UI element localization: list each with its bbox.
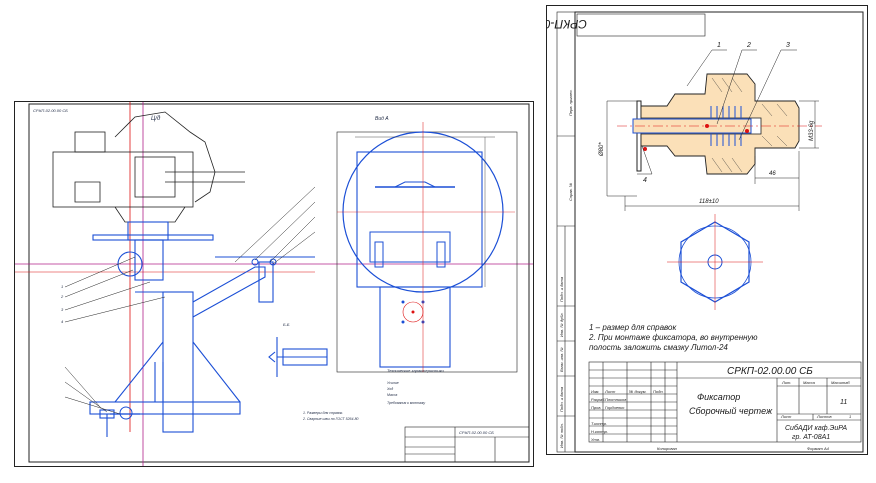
side-strip: [556, 11, 576, 453]
callout-leaders: [637, 49, 797, 175]
svg-text:Утв.: Утв.: [591, 437, 600, 442]
svg-text:Инв. № дубл.: Инв. № дубл.: [559, 312, 564, 337]
svg-text:Т.контр.: Т.контр.: [591, 421, 607, 426]
title-subname: Сборочный чертеж: [689, 406, 773, 416]
fixator-drawing-sheet: Перв. примен. Справ. № Подп. и дата Инв.…: [546, 5, 868, 455]
svg-text:Ц/д: Ц/д: [151, 116, 161, 122]
callout-3: 3: [61, 307, 64, 312]
note-1: 1 – размер для справок: [589, 323, 677, 332]
svg-text:Лит.: Лит.: [781, 380, 791, 385]
dimension-lines: [606, 100, 819, 211]
assembly-drawing: СР.КП-02.00.00 СБ Ц/д: [15, 102, 533, 466]
title-block: [588, 361, 862, 443]
stand-column: [89, 221, 315, 437]
svg-text:Инв. № подл.: Инв. № подл.: [559, 423, 564, 448]
callout-4: 4: [643, 177, 647, 184]
svg-text:Подп.: Подп.: [653, 389, 664, 394]
tech-title: Технические характеристики: [387, 368, 444, 373]
title-name: Фиксатор: [697, 392, 740, 402]
leader-lines: [64, 186, 316, 415]
callout-1: 1: [717, 42, 721, 49]
svg-text:Масса: Масса: [803, 380, 816, 385]
svg-text:Листов: Листов: [816, 414, 832, 419]
fixator-drawing: Перв. примен. Справ. № Подп. и дата Инв.…: [547, 11, 864, 453]
svg-text:Копировал: Копировал: [657, 446, 678, 451]
title-rows: Изм. Лист № докум. Подп. Разраб. Плотник…: [591, 389, 664, 442]
callout-2: 2: [60, 294, 64, 299]
svg-text:Подп. и дата: Подп. и дата: [559, 386, 564, 412]
view-a: [336, 122, 518, 373]
callout-1: 1: [61, 284, 63, 289]
svg-text:Взам. инв. №: Взам. инв. №: [559, 347, 564, 372]
note-3: полость заложить смазку Литол-24: [589, 343, 728, 352]
callout-4: 4: [61, 319, 64, 324]
svg-text:Гордиенко: Гордиенко: [605, 405, 625, 410]
svg-text:Подп. и дата: Подп. и дата: [559, 276, 564, 302]
svg-text:1: 1: [849, 414, 851, 419]
rotated-code: СРКП-02.00.00 СБ: [547, 17, 587, 31]
callout-2: 2: [746, 42, 751, 49]
callout-3: 3: [786, 42, 790, 49]
scale-value: 11: [840, 399, 847, 406]
hex-end-view: [667, 214, 763, 310]
svg-text:Лист: Лист: [780, 414, 792, 419]
svg-text:Масса: Масса: [387, 393, 397, 397]
title-block-left: [404, 426, 530, 463]
svg-text:1. Размеры для справок.: 1. Размеры для справок.: [303, 411, 343, 415]
svg-text:Пров.: Пров.: [591, 405, 602, 410]
svg-text:2. Сварные швы по ГОСТ 5264-80: 2. Сварные швы по ГОСТ 5264-80: [302, 417, 359, 421]
machine-outline: [52, 111, 245, 223]
note-2: 2. При монтаже фиксатора, во внутренную: [588, 333, 758, 342]
svg-text:Формат А4: Формат А4: [807, 446, 830, 451]
dim-inner: 46: [769, 171, 776, 177]
corner-code: СР.КП-02.00.00 СБ: [33, 108, 68, 113]
side-strip-labels: Перв. примен. Справ. № Подп. и дата Инв.…: [559, 89, 573, 448]
svg-text:Усилие: Усилие: [387, 381, 399, 385]
org-line-2: гр. АТ-08А1: [792, 434, 830, 441]
dim-diameter: Ø80*: [599, 142, 605, 157]
dim-total: 118±10: [699, 199, 719, 205]
svg-text:Разраб.: Разраб.: [591, 397, 605, 402]
view-label: Вид А: [375, 116, 389, 122]
fixator-section: [617, 73, 822, 175]
svg-text:Перв. примен.: Перв. примен.: [568, 89, 573, 116]
svg-text:Плотников: Плотников: [605, 397, 626, 402]
dim-thread: М33-6g: [809, 120, 815, 141]
svg-text:№ докум.: № докум.: [629, 389, 647, 394]
title-code: СРКП-02.00.00 СБ: [727, 366, 813, 377]
svg-text:Изм.: Изм.: [591, 389, 600, 394]
svg-text:СР.КП-02.00.00 СБ: СР.КП-02.00.00 СБ: [459, 430, 494, 435]
svg-text:Масштаб: Масштаб: [831, 380, 850, 385]
org-line-1: СибАДИ каф.ЭиРА: [785, 424, 847, 432]
svg-text:Ход: Ход: [386, 387, 393, 391]
svg-text:Лист: Лист: [604, 389, 616, 394]
svg-text:Н.контр.: Н.контр.: [591, 429, 608, 434]
svg-text:Справ. №: Справ. №: [568, 182, 573, 201]
assembly-drawing-sheet: СР.КП-02.00.00 СБ Ц/д: [14, 101, 534, 467]
section-bb: [268, 337, 328, 377]
section-label: Б-Б: [283, 322, 290, 327]
svg-text:Требования к монтажу: Требования к монтажу: [387, 401, 425, 405]
